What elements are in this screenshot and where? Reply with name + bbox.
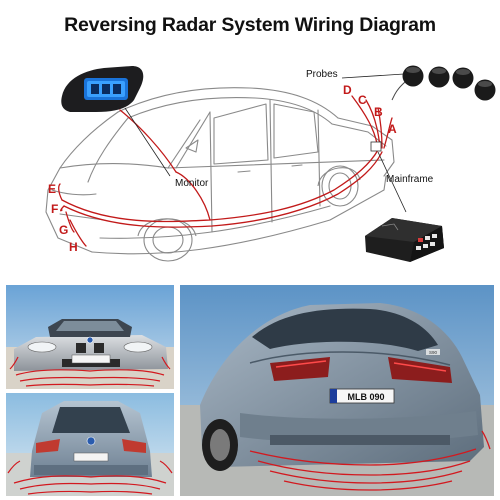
- wire-letter-b: B: [374, 105, 383, 119]
- photo-rear-hatchback: [6, 393, 174, 496]
- monitor-device: [61, 66, 144, 112]
- wire-letter-a: A: [388, 122, 397, 136]
- wire-letter-c: C: [358, 93, 367, 107]
- mainframe-device: [365, 218, 444, 262]
- probes-label: Probes: [306, 69, 338, 80]
- diagram-title: Reversing Radar System Wiring Diagram: [64, 14, 436, 36]
- mainframe-box-on-car: [370, 141, 382, 152]
- wire-letter-f: F: [51, 202, 58, 216]
- wiring-harness: [58, 95, 393, 247]
- probes-leader-line: [341, 73, 405, 79]
- wire-letter-e: E: [48, 182, 56, 196]
- wire-letter-h: H: [69, 240, 78, 254]
- wiring-diagram: Probes Monitor Mainframe D C B A E F G H: [45, 65, 496, 262]
- photo-front-convertible: [6, 285, 174, 389]
- mainframe-label: Mainframe: [386, 174, 434, 185]
- car-outline: [45, 87, 395, 255]
- monitor-label: Monitor: [175, 178, 209, 189]
- car-wheels: [137, 165, 361, 262]
- probes: [391, 65, 496, 101]
- license-plate: MLB 090: [347, 392, 384, 402]
- wire-letter-g: G: [59, 223, 68, 237]
- photo-rear-sedan: S90 MLB 090: [180, 285, 494, 496]
- monitor-leader-line: [124, 107, 171, 177]
- rear-car-badge: S90: [429, 350, 438, 355]
- mainframe-leader-line: [377, 151, 407, 213]
- wire-letter-d: D: [343, 83, 352, 97]
